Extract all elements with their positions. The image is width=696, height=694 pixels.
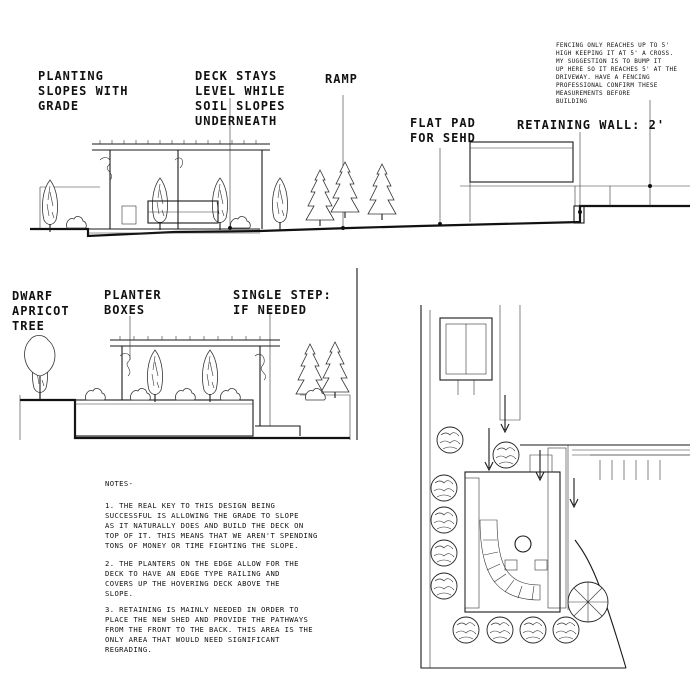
top-couch (121, 200, 219, 225)
design-notes: NOTES- 1. THE REAL KEY TO THIS DESIGN BE… (105, 479, 322, 654)
retaining-wall (573, 205, 585, 224)
note-1: 1. THE REAL KEY TO THIS DESIGN BEING SUC… (105, 501, 322, 550)
top-fence (39, 185, 690, 229)
dwarf-apricot-tree (24, 335, 56, 400)
notes-title: NOTES- (105, 479, 133, 488)
note-3: 3. RETAINING IS MAINLY NEEDED IN ORDER T… (105, 605, 318, 654)
note-2: 2. THE PLANTERS ON THE EDGE ALLOW FOR TH… (105, 559, 304, 598)
top-grade-line (30, 204, 690, 238)
label-flat-pad: FLAT PAD FOR SEHD (410, 116, 484, 145)
plan-shed (439, 317, 493, 395)
plan-deck (464, 447, 567, 613)
label-dwarf-apricot: DWARF APRICOT TREE (12, 289, 78, 333)
label-planting-slopes: PLANTING SLOPES WITH GRADE (38, 69, 137, 113)
mid-pergola (110, 336, 280, 426)
mid-step (255, 425, 301, 436)
label-deck-level: DECK STAYS LEVEL WHILE SOIL SLOPES UNDER… (195, 69, 294, 128)
top-shed (469, 141, 574, 222)
plan-circulation-arrows (484, 395, 579, 509)
label-retaining-wall: RETAINING WALL: 2' (517, 118, 665, 132)
site-plan (420, 305, 690, 669)
label-single-step: SINGLE STEP: IF NEEDED (233, 288, 340, 317)
label-planter-boxes: PLANTER BOXES (104, 288, 170, 317)
fence-note: FENCING ONLY REACHES UP TO 5' HIGH KEEPI… (556, 42, 681, 105)
top-pergola (92, 140, 270, 229)
mid-planter-box (74, 399, 254, 437)
plan-feature-tree (567, 581, 609, 623)
section-elevation-top: PLANTING SLOPES WITH GRADE DECK STAYS LE… (30, 42, 690, 238)
label-ramp: RAMP (325, 72, 358, 86)
section-elevation-middle: DWARF APRICOT TREE PLANTER BOXES SINGLE … (12, 268, 358, 440)
plan-side-path (499, 305, 521, 421)
